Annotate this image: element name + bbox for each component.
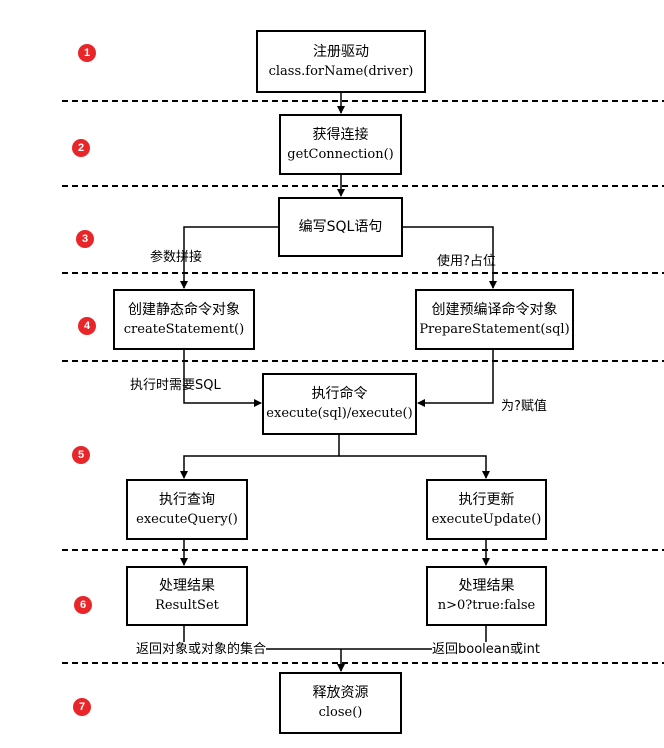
arrow-prepare-to-execute xyxy=(417,350,494,407)
result-set-box: 处理结果 ResultSet xyxy=(126,566,248,626)
write-sql-box: 编写SQL语句 xyxy=(278,197,403,257)
label-return-bool-int: 返回boolean或int xyxy=(432,642,540,658)
step-badge-7: 7 xyxy=(73,698,91,716)
step-badge-3: 3 xyxy=(76,230,94,248)
close-resources-box: 释放资源 close() xyxy=(279,672,402,734)
box-code: getConnection() xyxy=(287,146,394,162)
box-code: n>0?true:false xyxy=(437,598,536,613)
arrow-results-to-close xyxy=(183,626,487,671)
box-title: 处理结果 xyxy=(458,578,515,594)
step-badge-1: 1 xyxy=(78,44,96,62)
arrow-sql-to-static xyxy=(180,226,278,289)
box-code: close() xyxy=(318,705,363,720)
box-title: 执行更新 xyxy=(458,491,515,508)
box-title: 处理结果 xyxy=(159,578,215,594)
box-title: 创建预编译命令对象 xyxy=(431,301,558,318)
arrow-sql-to-prepare xyxy=(403,226,497,289)
box-title: 获得连接 xyxy=(312,126,369,143)
step-badge-4: 4 xyxy=(78,317,96,335)
box-code: executeQuery() xyxy=(136,511,238,527)
arrow-execute-to-update xyxy=(339,455,490,479)
arrow-static-to-execute xyxy=(183,350,262,407)
box-title: 编写SQL语句 xyxy=(298,218,383,235)
box-code: class.forName(driver) xyxy=(268,63,414,79)
prepare-statement-box: 创建预编译命令对象 PrepareStatement(sql) xyxy=(415,289,574,350)
box-title: 执行查询 xyxy=(159,491,215,508)
arrow-execute-to-query xyxy=(180,435,340,479)
execute-box: 执行命令 execute(sql)/execute() xyxy=(262,373,417,435)
register-driver-box: 注册驱动 class.forName(driver) xyxy=(256,30,426,93)
box-title: 创建静态命令对象 xyxy=(128,301,240,318)
execute-query-box: 执行查询 executeQuery() xyxy=(126,479,248,540)
step-badge-2: 2 xyxy=(72,139,90,157)
box-code: execute(sql)/execute() xyxy=(266,406,413,421)
label-assign-params: 为?赋值 xyxy=(501,399,547,414)
box-title: 释放资源 xyxy=(312,685,369,701)
get-connection-box: 获得连接 getConnection() xyxy=(279,114,402,175)
box-code: createStatement() xyxy=(123,321,245,337)
label-use-placeholder: 使用?占位 xyxy=(437,254,496,269)
box-code: executeUpdate() xyxy=(431,511,542,527)
label-need-sql: 执行时需要SQL xyxy=(130,378,221,393)
step-badge-6: 6 xyxy=(74,596,92,614)
box-code: ResultSet xyxy=(155,598,219,613)
box-code: PrepareStatement(sql) xyxy=(419,321,570,337)
result-int-box: 处理结果 n>0?true:false xyxy=(426,566,547,626)
label-param-concat: 参数拼接 xyxy=(150,250,203,265)
box-title: 执行命令 xyxy=(311,386,368,402)
label-return-objects: 返回对象或对象的集合 xyxy=(136,642,267,658)
step-badge-5: 5 xyxy=(72,446,90,464)
box-title: 注册驱动 xyxy=(313,43,369,60)
create-statement-box: 创建静态命令对象 createStatement() xyxy=(113,289,255,350)
execute-update-box: 执行更新 executeUpdate() xyxy=(426,479,547,540)
step-separators xyxy=(62,100,664,664)
